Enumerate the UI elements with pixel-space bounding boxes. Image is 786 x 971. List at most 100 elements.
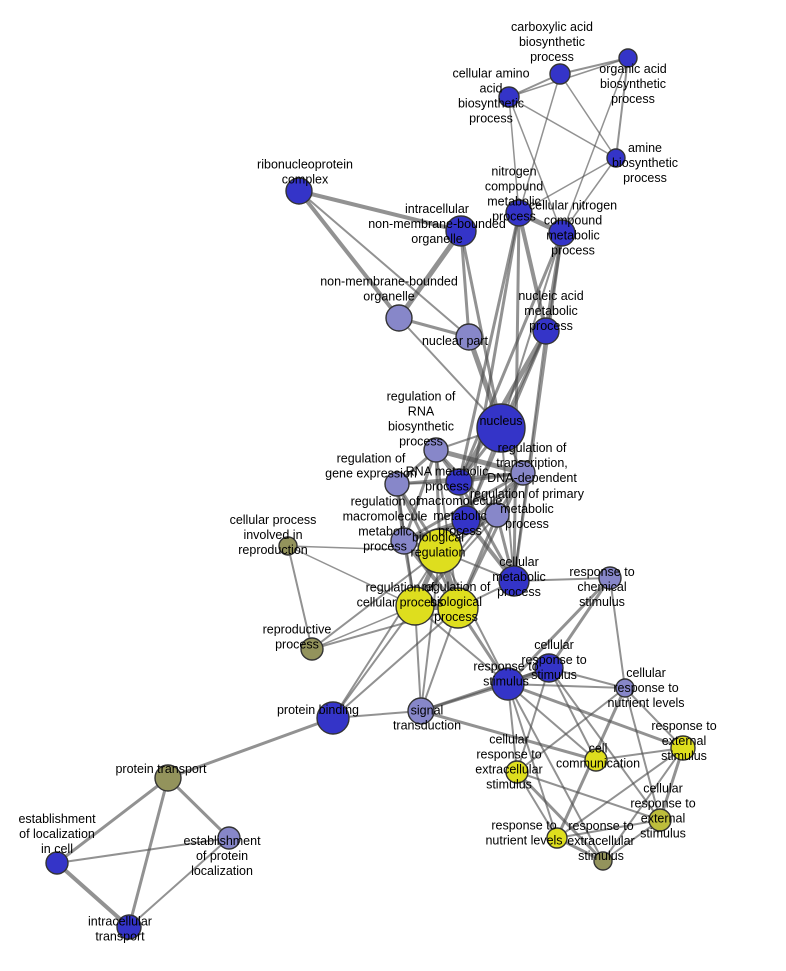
graph-edge <box>548 667 661 821</box>
graph-edge <box>287 545 416 607</box>
node-establishment_loc_cell[interactable] <box>45 851 69 875</box>
node-nucleic_acid[interactable] <box>532 317 560 345</box>
graph-edge <box>127 776 170 929</box>
graph-edge <box>548 667 597 761</box>
node-reg_cellular[interactable] <box>395 586 435 626</box>
node-response_chemical[interactable] <box>598 566 622 590</box>
node-reg_gene_expression[interactable] <box>384 471 410 497</box>
node-intracellular_nmb[interactable] <box>445 215 477 247</box>
graph-edge <box>414 472 524 607</box>
node-reg_biological[interactable] <box>437 587 479 629</box>
graph-edge <box>419 666 551 713</box>
node-nmb_organelle[interactable] <box>385 304 413 332</box>
graph-edge <box>518 73 561 214</box>
node-signal_transduction[interactable] <box>407 697 435 725</box>
node-response_extracellular[interactable] <box>593 851 613 871</box>
graph-edge <box>506 576 612 686</box>
node-establishment_protein_loc[interactable] <box>217 826 241 850</box>
node-rna_metabolic[interactable] <box>445 468 473 496</box>
graph-edge <box>332 550 441 719</box>
node-nucleus[interactable] <box>476 403 526 453</box>
graph-edge <box>595 747 684 761</box>
node-amine[interactable] <box>606 148 626 168</box>
graph-edge <box>561 157 617 234</box>
node-cellular_amino[interactable] <box>498 86 520 108</box>
node-response_nutrient[interactable] <box>546 827 568 849</box>
graph-edge <box>402 448 438 543</box>
node-cellular_nitrogen[interactable] <box>548 219 576 247</box>
graph-edge <box>287 545 313 650</box>
graph-edge <box>508 96 617 159</box>
graph-edge <box>515 770 605 863</box>
node-reg_transcription[interactable] <box>510 460 536 486</box>
node-cellular_response_stimulus[interactable] <box>534 653 564 683</box>
graph-edge <box>508 96 520 214</box>
graph-edge <box>516 771 558 839</box>
node-biological_regulation[interactable] <box>417 528 463 574</box>
graph-edge <box>556 747 684 839</box>
node-protein_transport[interactable] <box>154 764 182 792</box>
node-intracellular_transport[interactable] <box>116 914 142 940</box>
graph-edge <box>419 709 598 762</box>
node-response_external[interactable] <box>670 735 696 761</box>
node-macromolecule_met[interactable] <box>451 505 481 535</box>
node-response_stimulus[interactable] <box>491 667 525 701</box>
node-cellular_response_nutrient[interactable] <box>615 678 635 698</box>
node-cell_communication[interactable] <box>584 748 608 772</box>
graph-edge <box>311 550 441 650</box>
graph-edge <box>166 716 335 780</box>
graph-edge <box>507 683 626 689</box>
graph-edge <box>556 819 661 839</box>
graph-edge <box>298 190 470 338</box>
graph-edge <box>166 776 231 840</box>
graph-edge <box>561 57 629 234</box>
graph-edge <box>396 228 464 321</box>
graph-edge <box>624 687 684 749</box>
node-cellular_metabolic[interactable] <box>498 565 530 597</box>
graph-edge <box>602 747 684 862</box>
node-organic[interactable] <box>618 48 638 68</box>
graph-edge <box>609 577 626 689</box>
graph-edge <box>297 189 401 320</box>
graph-edge <box>500 232 563 429</box>
node-cellular_response_external[interactable] <box>648 808 672 832</box>
graph-edge <box>459 229 503 430</box>
node-carboxylic[interactable] <box>549 63 571 85</box>
node-reg_rna_biosynthetic[interactable] <box>423 437 449 463</box>
edge-layer <box>55 57 685 929</box>
graph-edge <box>615 57 629 159</box>
node-nuclear_part[interactable] <box>455 323 483 351</box>
graph-edge <box>457 211 521 484</box>
graph-edge <box>518 157 617 214</box>
graph-edge <box>464 211 521 522</box>
graph-edge <box>457 480 516 583</box>
graph-edge <box>516 771 661 821</box>
graph-edge <box>516 687 626 773</box>
graph-edge <box>507 683 558 839</box>
graph-edge <box>508 96 563 234</box>
node-protein_binding[interactable] <box>316 701 350 735</box>
graph-edge <box>55 776 170 865</box>
graph-edge <box>459 229 471 339</box>
graph-edge <box>287 545 441 552</box>
graph-edge <box>297 189 463 233</box>
node-reproductive_process[interactable] <box>300 637 324 661</box>
graph-edge <box>559 57 629 75</box>
graph-edge <box>311 607 459 650</box>
graph-edge <box>506 682 685 750</box>
graph-edge <box>602 819 661 862</box>
node-cellular_process_repro[interactable] <box>278 536 298 556</box>
node-reg_macromolecule[interactable] <box>390 527 418 555</box>
node-cellular_response_extracellular[interactable] <box>505 760 529 784</box>
node-layer <box>45 48 696 940</box>
node-ribonucleoprotein[interactable] <box>285 177 313 205</box>
node-nitrogen_compound[interactable] <box>505 199 533 227</box>
graph-edge <box>547 576 612 670</box>
graph-edge <box>513 577 611 582</box>
graph-edge <box>56 837 230 864</box>
node-reg_primary[interactable] <box>484 502 510 528</box>
